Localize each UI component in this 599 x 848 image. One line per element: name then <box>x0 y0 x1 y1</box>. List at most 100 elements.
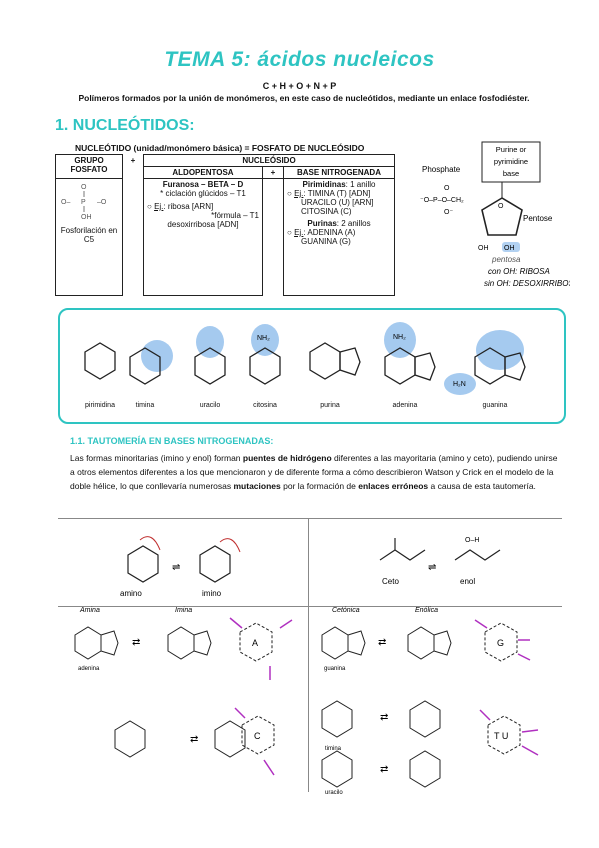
svg-text:OH: OH <box>81 214 92 221</box>
divider-vertical <box>308 518 309 792</box>
adenine-pair-ring <box>239 622 273 662</box>
amina-label: Amina <box>79 607 100 614</box>
hbond-arrow <box>521 745 539 756</box>
para-bold-enlaces: enlaces erróneos <box>358 481 429 491</box>
hbond-arrow <box>517 653 531 661</box>
para-bold-puentes: puentes de hidrógeno <box>242 453 332 463</box>
section-heading-nucleotidos: 1. NUCLEÓTIDOS: <box>55 117 195 134</box>
hbond-arrow <box>479 709 491 721</box>
guanina-label: guanina <box>324 666 346 672</box>
guanine-ring5 <box>504 352 526 381</box>
tautomeria-paragraph: Las formas minoritarias (imino y enol) f… <box>70 451 558 493</box>
purine-ring5 <box>339 347 361 376</box>
page-title: TEMA 5: ácidos nucleicos <box>164 48 435 71</box>
tautomer-arrow-u: ⇄ <box>380 764 388 775</box>
cytosine-ring <box>249 347 281 385</box>
oh-3prime: OH <box>478 245 489 252</box>
imino-ring <box>199 545 231 583</box>
uracil-ceto-ring <box>321 750 353 788</box>
equilibrium-arrow-2: ⇌ <box>428 562 436 573</box>
purine-ring6 <box>309 342 341 380</box>
highlight-thymine <box>141 340 173 372</box>
guanine-pair-ring <box>484 622 518 662</box>
thymine-ceto-ring <box>321 700 353 738</box>
label-adenina: adenina <box>392 402 418 409</box>
imino-arrow <box>219 538 241 553</box>
ciclacion-text: * ciclación glúcidos – T1 <box>160 189 246 198</box>
uracilo-label: uracilo <box>325 790 343 795</box>
thymine-ring <box>129 347 161 385</box>
phosphate-o-top: O <box>444 185 450 192</box>
cytosine-imina-ring <box>214 720 246 758</box>
header-base-nitrogenada: BASE NITROGENADA <box>283 166 395 179</box>
adenine-ring5 <box>414 352 436 381</box>
timina-label: timina <box>325 746 342 752</box>
label-pirimidina: pirimidina <box>85 402 115 409</box>
element-formula: C + H + O + N + P <box>262 81 337 91</box>
cytosine-pair-ring <box>241 715 275 755</box>
uracil-ring <box>194 347 226 385</box>
hbond-arrow <box>229 617 243 629</box>
adenine-imina-ring <box>167 626 195 660</box>
furanosa-text: Furanosa – BETA – D <box>162 180 244 189</box>
cytosine-amina-ring <box>114 720 146 758</box>
divider-mid <box>58 606 562 607</box>
tautomer-arrow-a: ⇄ <box>132 637 140 648</box>
ceto-label: Ceto <box>382 577 399 586</box>
svg-text:P: P <box>81 199 86 206</box>
g-letter: G <box>497 638 504 648</box>
pentose-label: Pentose <box>523 214 553 223</box>
nucleotide-table: GRUPO FOSFATO + NUCLEÓSIDO ALDOPENTOSA +… <box>55 154 395 296</box>
base-box-line1: Purine or <box>496 145 527 154</box>
section-heading-tautomeria: 1.1. TAUTOMERÍA EN BASES NITROGENADAS: <box>70 436 274 446</box>
enol-chain <box>454 549 501 561</box>
enolica-label: Enólica <box>415 607 438 614</box>
cetonica-label: Cetónica <box>332 607 360 614</box>
bases-structures: NH₂ NH₂ H₂N <box>84 322 526 395</box>
bases-names-row: pirimidina timina uracilo citosina purin… <box>60 402 560 414</box>
adenine-nh2: NH₂ <box>393 334 406 341</box>
pyrimidine-ring <box>84 342 116 380</box>
label-uracilo: uracilo <box>199 402 221 409</box>
timina-text: : TIMINA (T) [ADN] <box>303 189 371 198</box>
adenine-imina-ring5 <box>193 630 212 656</box>
imino-label: imino <box>202 589 222 598</box>
guanine-enol-ring <box>407 626 435 660</box>
equilibrium-arrow-1: ⇌ <box>172 562 180 573</box>
label-purina: purina <box>320 402 340 409</box>
header-aldopentosa: ALDOPENTOSA <box>143 166 263 179</box>
highlight-adenine <box>384 322 416 358</box>
tautomer-diagrams: amino ⇌ imino Ceto ⇌ O–H enol Amina Imin… <box>74 536 539 795</box>
hbond-arrow <box>263 759 275 776</box>
ej-label: Ej. <box>294 189 304 198</box>
phosphate-group: ⁻O–P–O–CH₂ <box>420 197 464 204</box>
tautomer-arrow-g: ⇄ <box>378 637 386 648</box>
ribosa-caption: con OH: RIBOSA <box>488 267 550 276</box>
tu-pair-ring <box>487 715 521 755</box>
highlight-guanine-nh2 <box>444 373 476 395</box>
guanine-h2n: H₂N <box>453 381 466 388</box>
oh-2prime: OH <box>504 245 515 252</box>
citosina-text: CITOSINA (C) <box>301 207 352 216</box>
pirimidinas-label: Pirimidinas <box>302 180 346 189</box>
oh-highlight <box>502 242 520 252</box>
base-box-line3: base <box>503 169 519 178</box>
a-letter: A <box>252 638 258 648</box>
header-grupo-fosfato: GRUPO FOSFATO <box>55 154 123 179</box>
fosforilacion-text: Fosforilación en C5 <box>60 226 118 244</box>
hbond-arrow <box>279 619 293 629</box>
pirimidinas-rest: : 1 anillo <box>345 180 376 189</box>
amino-label: amino <box>120 589 142 598</box>
ej-label: Ej. <box>294 228 304 237</box>
uracilo-text: URACILO (U) [ARN] <box>301 198 374 207</box>
label-timina: timina <box>135 402 155 409</box>
cytosine-nh2: NH₂ <box>257 335 270 342</box>
ej-label: Ej. <box>154 202 164 211</box>
label-citosina: citosina <box>253 402 277 409</box>
highlight-uracil <box>196 326 224 358</box>
nucleotide-definition: NUCLEÓTIDO (unidad/monómero básica) = FO… <box>75 143 365 153</box>
hbond-arrow <box>521 729 539 733</box>
label-guanina: guanina <box>482 402 508 409</box>
intro-text: Polímeros formados por la unión de monóm… <box>78 93 530 103</box>
svg-text:–O: –O <box>97 199 107 206</box>
